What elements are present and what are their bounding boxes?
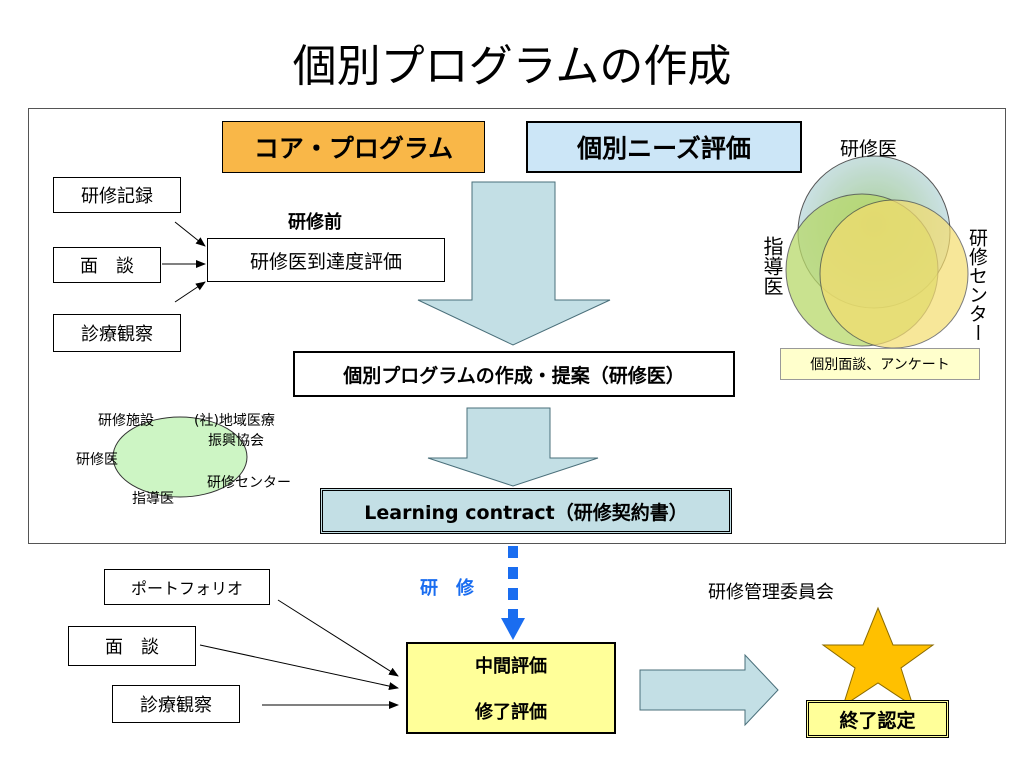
down-arrow-2 [427, 407, 599, 487]
stakeholder-ellipse [112, 416, 248, 498]
input-interview-bottom: 面 談 [68, 626, 196, 666]
training-label: 研 修 [420, 578, 474, 599]
venn-note: 個別面談、アンケート [780, 348, 980, 380]
input-observation-bottom: 診療観察 [112, 685, 240, 723]
evaluation-box: 中間評価 修了評価 [406, 642, 616, 734]
core-program-box: コア・プログラム [222, 121, 485, 173]
mid-eval-label: 中間評価 [475, 656, 547, 677]
down-arrow-1 [417, 181, 611, 346]
ellipse-facility: 研修施設 [98, 413, 154, 429]
connector-record [174, 221, 206, 247]
ellipse-association-1: (社)地域医療 [194, 413, 275, 429]
page-title: 個別プログラムの作成 [292, 41, 732, 92]
before-training-label: 研修前 [288, 212, 342, 233]
input-portfolio: ポートフォリオ [104, 569, 270, 605]
certification-box: 終了認定 [806, 700, 949, 738]
connector-interview-bottom [199, 644, 399, 690]
ellipse-resident: 研修医 [76, 452, 118, 468]
learning-contract-box: Learning contract（研修契約書） [320, 488, 732, 534]
training-arrowhead [501, 618, 525, 640]
committee-label: 研修管理委員会 [708, 582, 834, 603]
venn-label-resident: 研修医 [840, 138, 898, 160]
ellipse-association-2: 振興協会 [208, 433, 264, 449]
ellipse-supervisor: 指導医 [132, 491, 174, 507]
final-eval-label: 修了評価 [475, 702, 547, 723]
venn-label-supervisor: 指導医 [760, 236, 784, 296]
star-icon [821, 606, 935, 708]
venn-label-center: 研修センター [966, 228, 988, 342]
venn-center-circle [819, 199, 969, 349]
program-frame [28, 108, 1006, 544]
resident-eval-box: 研修医到達度評価 [207, 238, 445, 282]
right-arrow [639, 653, 779, 727]
needs-eval-box: 個別ニーズ評価 [526, 121, 802, 173]
connector-portfolio [277, 599, 399, 677]
input-record: 研修記録 [53, 177, 181, 213]
input-observation: 診療観察 [53, 314, 181, 352]
program-proposal-box: 個別プログラムの作成・提案（研修医） [293, 351, 735, 397]
ellipse-center: 研修センター [207, 475, 291, 491]
input-interview: 面 談 [53, 247, 161, 283]
connector-observe [174, 281, 206, 303]
